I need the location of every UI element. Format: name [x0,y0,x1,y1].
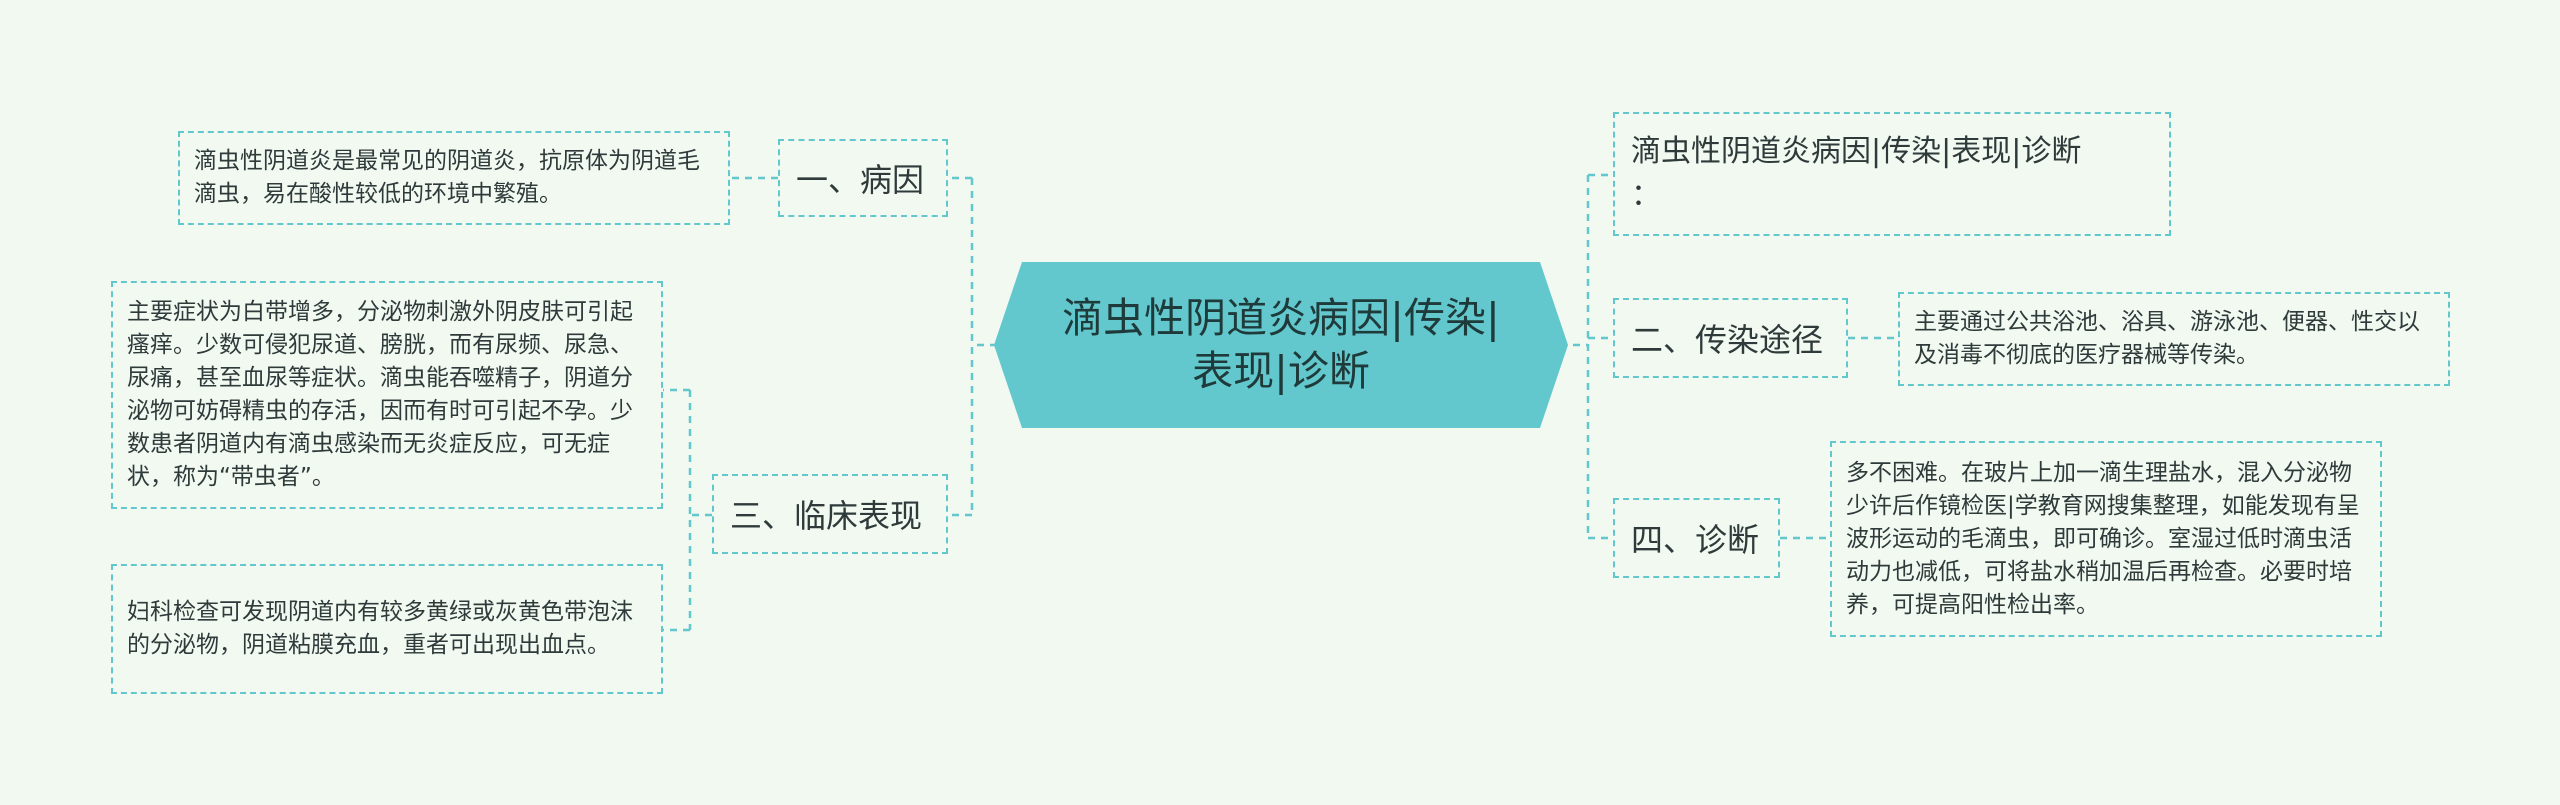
branch-transmission-label: 二、传染途径 [1631,321,1824,359]
branch-cause[interactable]: 一、病因 [778,139,948,217]
leaf-diagnosis-text: 多不困难。在玻片上加一滴生理盐水，混入分泌物少许后作镜检医|学教育网搜集整理，如… [1846,459,2360,618]
branch-symptoms-label: 三、临床表现 [730,497,923,535]
leaf-symptoms-1[interactable]: 主要症状为白带增多，分泌物刺激外阴皮肤可引起瘙痒。少数可侵犯尿道、膀胱，而有尿频… [111,281,663,509]
branch-symptoms[interactable]: 三、临床表现 [712,474,948,554]
branch-diagnosis[interactable]: 四、诊断 [1613,498,1780,578]
leaf-symptoms-2-text: 妇科检查可发现阴道内有较多黄绿或灰黄色带泡沫的分泌物，阴道粘膜充血，重者可出现出… [127,599,633,658]
branch-diagnosis-label: 四、诊断 [1631,521,1760,559]
branch-cause-label: 一、病因 [796,161,925,199]
leaf-symptoms-1-text: 主要症状为白带增多，分泌物刺激外阴皮肤可引起瘙痒。少数可侵犯尿道、膀胱，而有尿频… [127,299,633,490]
title-node-line1: 滴虫性阴道炎病因|传染|表现|诊断 [1631,134,2082,169]
leaf-transmission-text: 主要通过公共浴池、浴具、游泳池、便器、性交以及消毒不彻底的医疗器械等传染。 [1914,309,2420,368]
leaf-transmission[interactable]: 主要通过公共浴池、浴具、游泳池、便器、性交以及消毒不彻底的医疗器械等传染。 [1898,292,2450,386]
leaf-cause-text: 滴虫性阴道炎是最常见的阴道炎，抗原体为阴道毛滴虫，易在酸性较低的环境中繁殖。 [194,148,700,207]
title-node-line2: ： [1631,178,1661,213]
leaf-symptoms-2[interactable]: 妇科检查可发现阴道内有较多黄绿或灰黄色带泡沫的分泌物，阴道粘膜充血，重者可出现出… [111,564,663,694]
root-shape [994,262,1568,428]
leaf-diagnosis[interactable]: 多不困难。在玻片上加一滴生理盐水，混入分泌物少许后作镜检医|学教育网搜集整理，如… [1830,441,2382,637]
root-label: 滴虫性阴道炎病因|传染|表现|诊断 [1062,294,1500,395]
branch-transmission[interactable]: 二、传染途径 [1613,298,1848,378]
root-node[interactable]: 滴虫性阴道炎病因|传染|表现|诊断 [994,262,1568,428]
title-node[interactable]: 滴虫性阴道炎病因|传染|表现|诊断 ： [1613,112,2171,236]
leaf-cause[interactable]: 滴虫性阴道炎是最常见的阴道炎，抗原体为阴道毛滴虫，易在酸性较低的环境中繁殖。 [178,131,730,225]
